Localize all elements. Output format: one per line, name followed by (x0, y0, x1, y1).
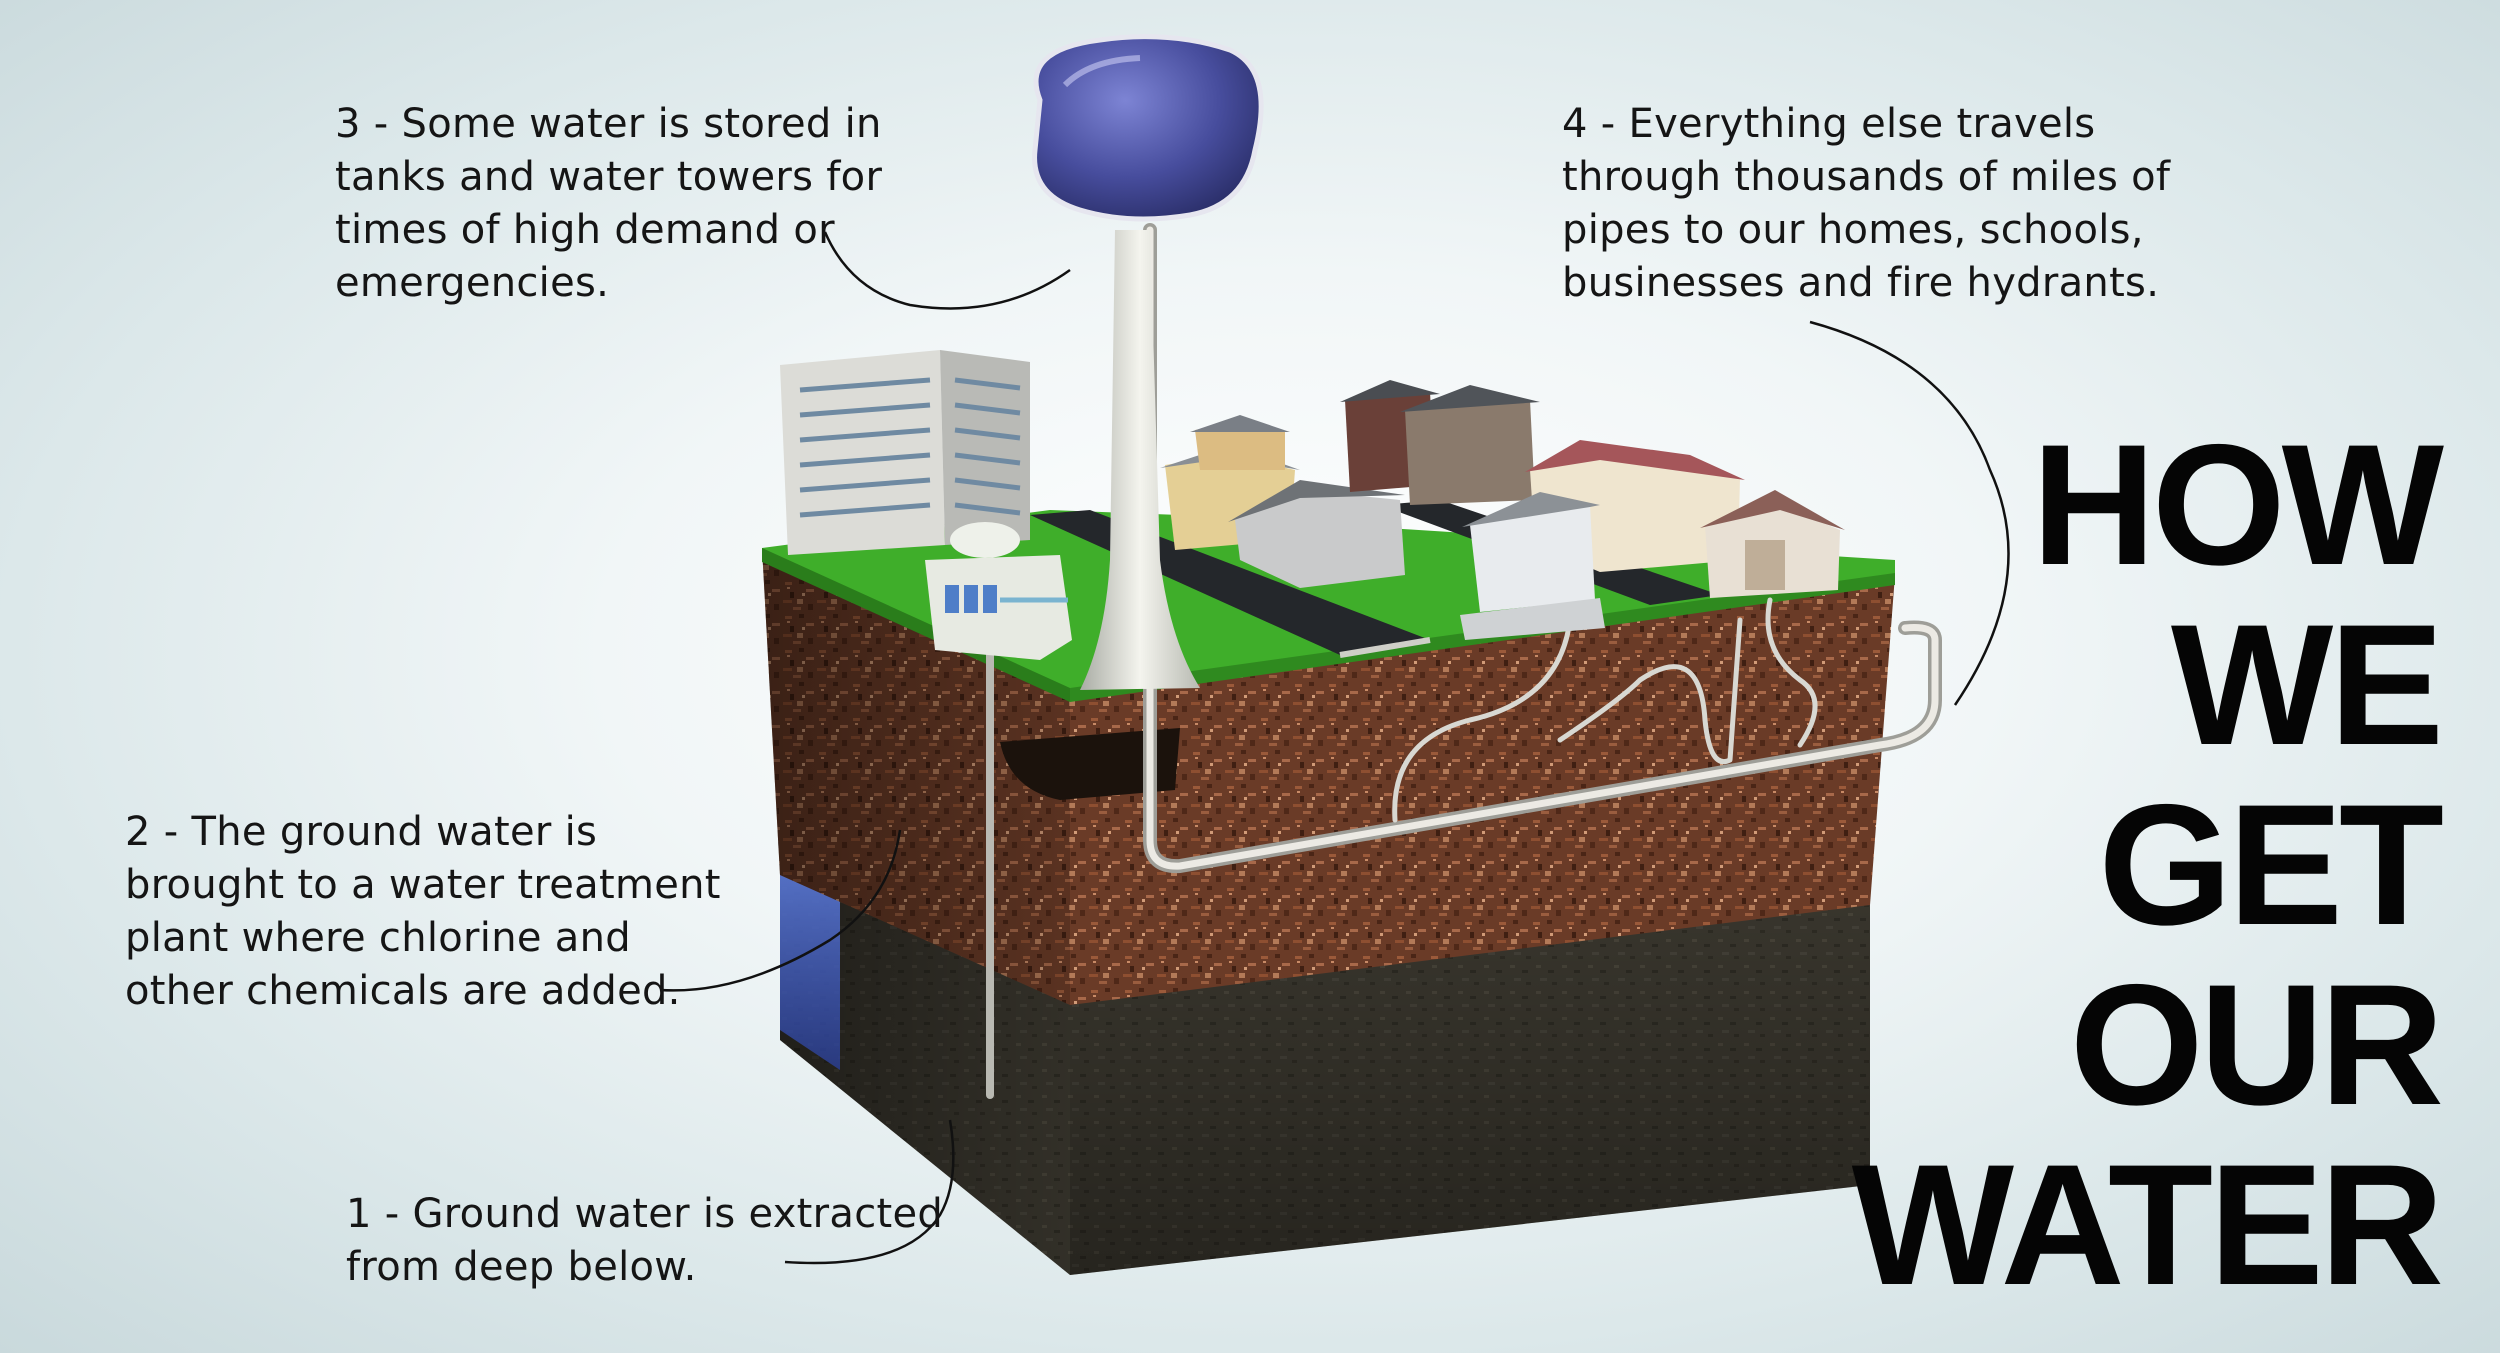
callout-line-2 (659, 829, 902, 992)
tower-tank (1032, 34, 1264, 222)
soil-front-face (1070, 575, 1895, 1005)
title-word: HOW (2031, 409, 2444, 601)
houses (1160, 380, 1845, 640)
caption-step-3-line: times of high demand or (335, 207, 835, 253)
tower-column (1080, 230, 1200, 690)
caption-step-3-line: emergencies. (335, 260, 610, 306)
callout-line-1 (784, 1119, 955, 1265)
caption-step-2-line: plant where chlorine and (125, 915, 631, 961)
water-tower (1032, 34, 1264, 690)
caption-step-1-line: 1 - Ground water is extracted (346, 1191, 944, 1237)
caption-step-2: 2 - The ground water is brought to a wat… (125, 806, 721, 1018)
plant-tank-1 (945, 585, 959, 613)
caption-step-4-line: businesses and fire hydrants. (1562, 260, 2160, 306)
house-branch-pipe-1 (1392, 617, 1573, 823)
treatment-plant (925, 522, 1072, 660)
caption-step-2-line: brought to a water treatment (125, 862, 721, 908)
road-curb (1339, 637, 1431, 658)
house-dark-brick (1340, 380, 1540, 505)
office-windows (799, 377, 1021, 518)
main-pipe-highlight (1146, 226, 1939, 870)
groundwater (780, 870, 840, 1070)
plant-tank-3 (983, 585, 997, 613)
caption-step-1-line: from deep below. (346, 1244, 697, 1290)
pipe-network (957, 223, 1942, 1099)
caption-step-3-line: tanks and water towers for (335, 154, 883, 200)
title-word: OUR (2069, 949, 2444, 1141)
title-word: WE (2170, 589, 2444, 781)
house-branch-pipe-2 (1557, 617, 1743, 764)
caption-step-2-line: other chemicals are added. (125, 968, 681, 1014)
bedrock-front-shade (1070, 900, 1870, 1275)
page-title: HOW WE GET OUR WATER (1851, 409, 2444, 1321)
caption-step-3-line: 3 - Some water is stored in (335, 101, 882, 147)
caption-step-2-line: 2 - The ground water is (125, 809, 598, 855)
callout-line-3 (823, 231, 1071, 310)
tank-cavity (1000, 728, 1180, 800)
tower-tank-shine (1062, 55, 1141, 88)
office-building (780, 350, 1030, 555)
callout-line-4 (1809, 320, 2010, 706)
title-word: WATER (1851, 1129, 2444, 1321)
plant-body (925, 555, 1072, 660)
house-white (1460, 492, 1605, 640)
caption-step-4-line: 4 - Everything else travels (1562, 101, 2096, 147)
caption-step-3: 3 - Some water is stored in tanks and wa… (335, 98, 882, 310)
title-word: GET (2098, 769, 2444, 961)
caption-step-4-line: through thousands of miles of (1562, 154, 2171, 200)
caption-step-4-line: pipes to our homes, schools, (1562, 207, 2144, 253)
plant-dome (950, 522, 1020, 558)
plant-tank-2 (964, 585, 978, 613)
callout-lines (659, 231, 2010, 1265)
house-cutaway (1700, 490, 1845, 598)
caption-step-1: 1 - Ground water is extracted from deep … (346, 1188, 943, 1294)
office-main-face (780, 350, 945, 555)
house-branch-pipe-3 (1765, 597, 1818, 748)
office-side-face (940, 350, 1030, 545)
caption-step-4: 4 - Everything else travels through thou… (1562, 98, 2170, 310)
